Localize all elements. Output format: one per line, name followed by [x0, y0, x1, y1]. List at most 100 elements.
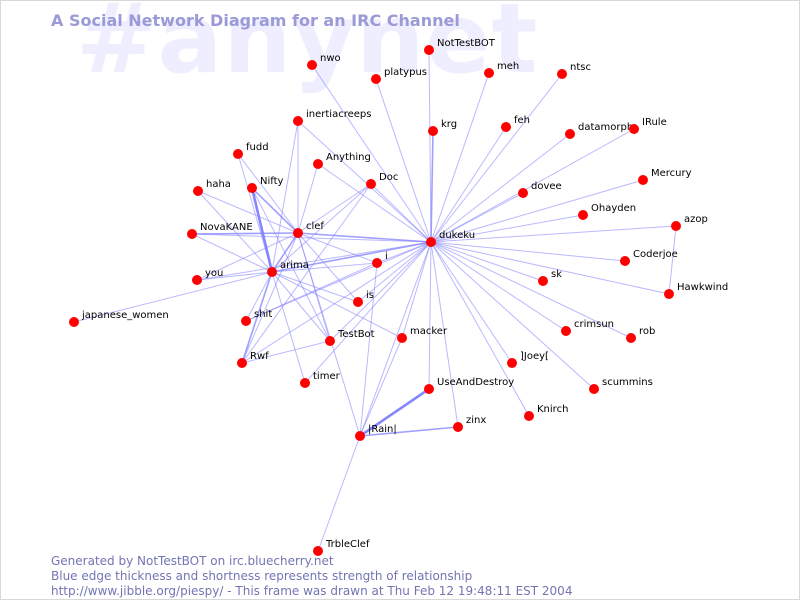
edge-Rain-macker [359, 337, 403, 437]
node-dot [671, 221, 681, 231]
node-label: crimsun [574, 319, 614, 330]
node-scummins: scummins [589, 377, 653, 394]
node-Rain: |Rain| [355, 424, 397, 441]
node-label: nwo [320, 53, 341, 64]
node-label: ntsc [570, 62, 591, 73]
node-dot [366, 179, 376, 189]
node-label: Nifty [260, 176, 284, 187]
footer-generated-by: Generated by NotTestBOT on irc.bluecherr… [51, 554, 334, 568]
edge-Rwf-Doc [241, 183, 372, 364]
edge-clef-you [196, 232, 299, 281]
node-dot [187, 229, 197, 239]
node-platypus: platypus [371, 67, 427, 84]
edge-dukeku-clef [297, 232, 432, 243]
edge-dukeku-Coderjoe [430, 241, 626, 262]
node-i: i [372, 251, 388, 268]
node-label: Anything [326, 152, 371, 163]
edge-dukeku-macker [401, 241, 432, 339]
edge-clef-Doc [297, 183, 372, 234]
node-Knirch: Knirch [524, 404, 568, 421]
node-label: you [205, 268, 223, 279]
node-dukeku: dukeku [426, 230, 475, 247]
edge-Rain-i [359, 262, 378, 437]
node-Anything: Anything [313, 152, 371, 169]
node-nwo: nwo [307, 53, 341, 70]
node-NotTestBOT: NotTestBOT [424, 38, 496, 55]
node-dot [267, 267, 277, 277]
node-you: you [192, 268, 223, 285]
node-label: clef [306, 221, 324, 232]
edge-arima-fudd [237, 153, 273, 273]
edge-arima-you [196, 271, 273, 281]
edge-dukeku-TestBot [329, 241, 432, 342]
edge-arima-Doc [271, 183, 372, 273]
edge-clef-i [297, 232, 378, 264]
node-dot [193, 186, 203, 196]
node-label: krg [441, 119, 457, 130]
node-feh: feh [501, 115, 530, 132]
node-Hawkwind: Hawkwind [664, 282, 728, 299]
node-dot [561, 326, 571, 336]
node-dot [313, 546, 323, 556]
node-dot [237, 358, 247, 368]
node-dot [293, 116, 303, 126]
edge-dukeku-inertiacreeps [297, 120, 432, 243]
node-azop: azop [671, 214, 708, 231]
edge-clef-Nifty [251, 187, 299, 234]
node-label: sk [551, 269, 562, 280]
node-is: is [353, 290, 374, 307]
edge-dukeku-Anything [317, 163, 432, 243]
node-label: datamorph [578, 122, 633, 133]
edge-arima-NovaKANE [191, 233, 273, 273]
node-dot [293, 228, 303, 238]
node-dot [353, 297, 363, 307]
node-dot [626, 333, 636, 343]
edge-Rain-TrbleClef [317, 435, 361, 552]
node-label: japanese_women [81, 310, 169, 321]
node-dot [397, 333, 407, 343]
edge-clef-fudd [237, 153, 299, 234]
node-fudd: fudd [233, 142, 269, 159]
edge-dukeku-UseAndDestroy [428, 241, 432, 390]
node-ntsc: ntsc [557, 62, 591, 79]
node-label: |Rain| [368, 424, 397, 435]
node-dot [518, 188, 528, 198]
edge-dukeku-Hawkwind [430, 241, 670, 295]
node-TrbleClef: TrbleClef [313, 539, 370, 556]
node-dot [69, 317, 79, 327]
node-dot [565, 129, 575, 139]
edge-dukeku-scummins [430, 241, 595, 390]
node-shit: shit [241, 309, 272, 326]
edge-dukeku-dovee [430, 192, 524, 243]
edge-dukeku-ntsc [430, 73, 563, 243]
node-label: Mercury [651, 168, 692, 179]
node-dot [241, 316, 251, 326]
node-TestBot: TestBot [325, 329, 375, 346]
edge-dukeku-nwo [311, 64, 432, 243]
node-dot [629, 124, 639, 134]
node-label: NovaKANE [200, 222, 253, 233]
edge-Nifty-TestBot [251, 187, 331, 342]
node-label: Coderjoe [633, 249, 678, 260]
edge-arima-haha [197, 190, 273, 273]
edge-clef-Rain [297, 232, 361, 437]
edge-arima-timer [271, 271, 306, 384]
node-label: feh [514, 115, 530, 126]
node-label: TrbleClef [325, 539, 370, 550]
edge-arima-inertiacreeps [271, 120, 299, 273]
edge-dukeku-rob [430, 241, 632, 339]
node-dot [192, 275, 202, 285]
edge-clef-Rwf [241, 232, 299, 364]
node-Coderjoe: Coderjoe [620, 249, 678, 266]
node-label: shit [254, 309, 272, 320]
node-label: IRule [642, 117, 667, 128]
edge-shit-i [245, 262, 378, 322]
node-datamorph: datamorph [565, 122, 633, 139]
node-dot [578, 210, 588, 220]
edge-dukeku-Rain [359, 241, 432, 437]
node-label: UseAndDestroy [437, 377, 514, 388]
node-dot [428, 126, 438, 136]
node-Rwf: Rwf [237, 351, 269, 368]
node-label: dovee [531, 181, 562, 192]
node-dot [501, 122, 511, 132]
